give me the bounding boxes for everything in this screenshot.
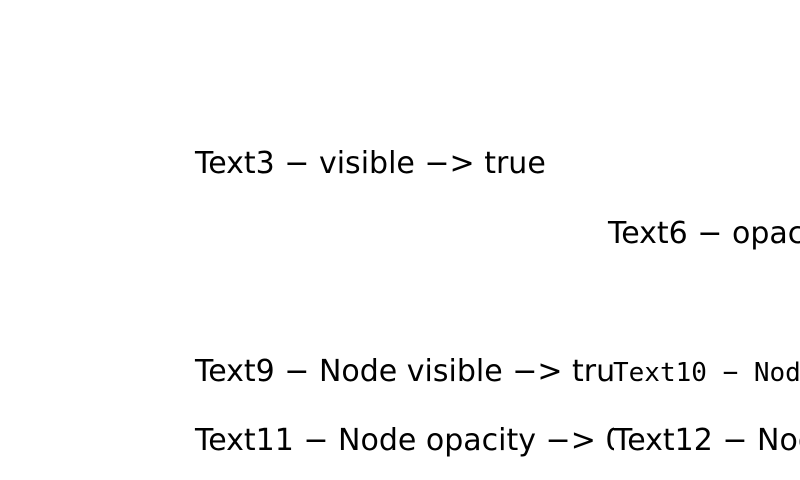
label-text9: Text9 − Node visible −> true <box>195 354 634 389</box>
label-text11: Text11 − Node opacity −> 0 <box>195 423 625 458</box>
label-text6: Text6 − opacity <box>608 216 800 251</box>
label-text12: Text12 − Node <box>614 423 800 459</box>
label-text10: Text10 − Node <box>613 355 800 391</box>
label-text3: Text3 − visible −> true <box>195 146 546 181</box>
